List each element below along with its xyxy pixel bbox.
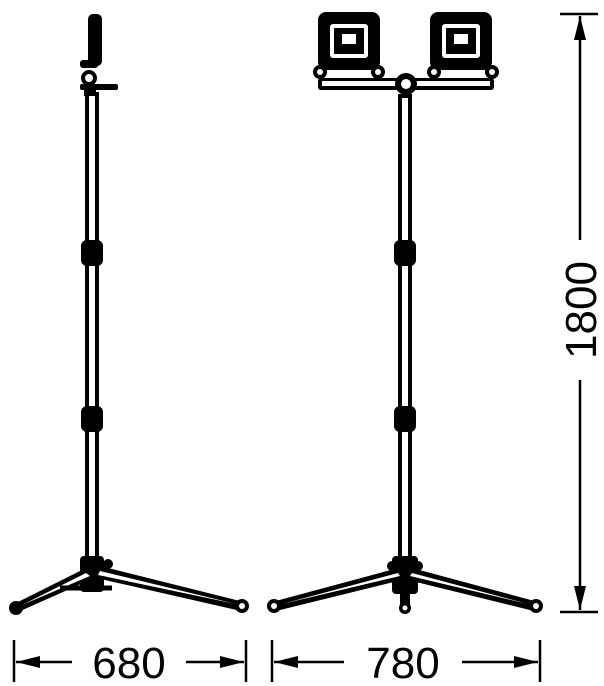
floodlight-right (427, 12, 499, 79)
height-clamp-lower (81, 406, 103, 432)
lamp-head-side (88, 14, 102, 66)
height-clamp-upper (81, 240, 103, 266)
twin-light-stand (267, 12, 543, 614)
crossbar (318, 73, 494, 95)
single-light-stand (9, 14, 249, 615)
height-label: 1800 (557, 261, 604, 359)
height-dimension: 1800 (557, 12, 604, 614)
floodlight-left (313, 12, 385, 79)
width-dimension-left: 680 (12, 639, 248, 686)
pole (81, 92, 103, 562)
width-dimension-right: 780 (270, 639, 542, 686)
tripod-base (9, 556, 249, 615)
height-clamp-upper (394, 240, 416, 266)
width-left-label: 680 (92, 639, 165, 686)
width-right-label: 780 (366, 639, 439, 686)
height-clamp-lower (394, 406, 416, 432)
tripod-base (267, 556, 543, 614)
pole (394, 94, 416, 564)
